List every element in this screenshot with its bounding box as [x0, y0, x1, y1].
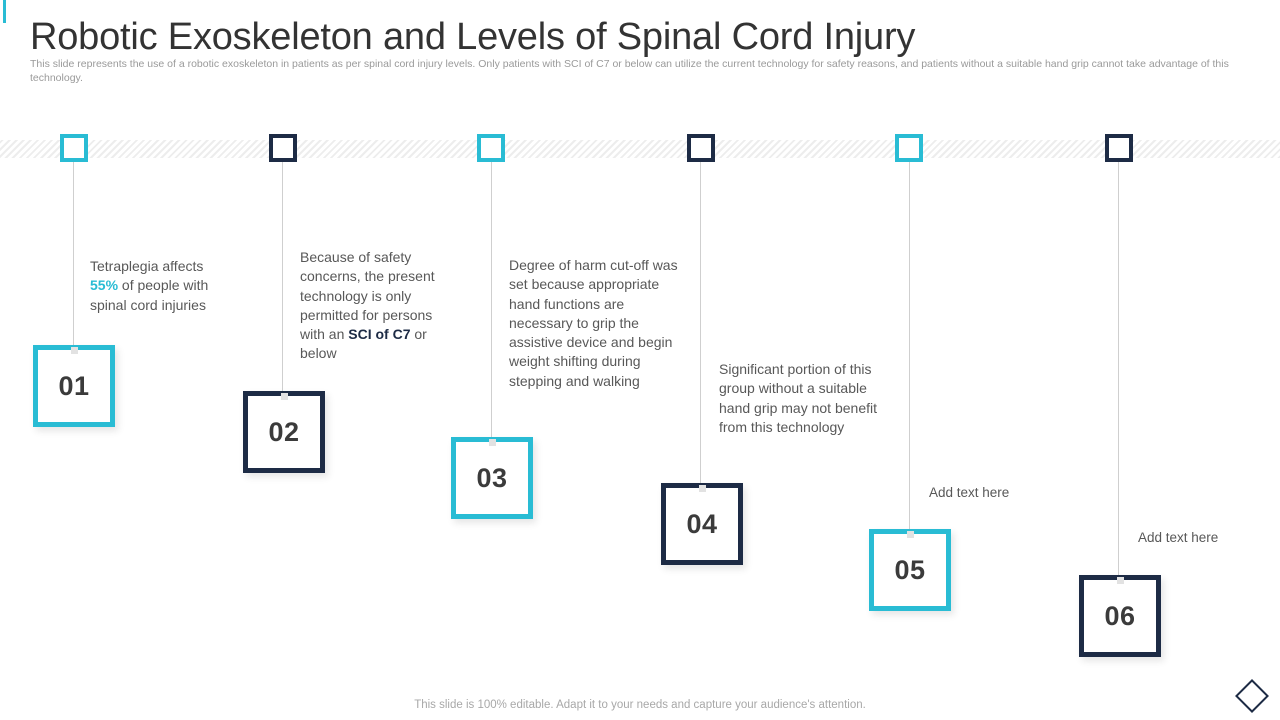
step-text-suffix-1: of people with spinal cord injuries [90, 277, 209, 313]
step-number-box-2[interactable]: 02 [243, 391, 325, 473]
marker-icon-4[interactable] [687, 134, 715, 162]
step-column-1: Tetraplegia affects 55% of people with s… [0, 0, 230, 720]
step-column-3: Degree of harm cut-off was set because a… [0, 0, 678, 720]
connector-line-6 [1118, 162, 1119, 575]
step-body-text-2: Because of safety concerns, the present … [300, 248, 448, 364]
connector-line-4 [700, 162, 701, 483]
connector-nub-5 [906, 531, 914, 538]
step-highlight-2: SCI of C7 [348, 326, 411, 343]
marker-icon-3[interactable] [477, 134, 505, 162]
marker-icon-2[interactable] [269, 134, 297, 162]
step-highlight-1: 55% [90, 277, 119, 294]
step-number-box-4[interactable]: 04 [661, 483, 743, 565]
step-column-4: Significant portion of this group withou… [0, 0, 877, 720]
step-body-text-4: Significant portion of this group withou… [719, 360, 879, 437]
connector-nub-4 [698, 485, 706, 492]
title-accent-bar [3, 0, 6, 23]
step-column-2: Because of safety concerns, the present … [0, 0, 435, 720]
connector-line-3 [491, 162, 492, 437]
step-number-label-4: 04 [686, 508, 718, 539]
step-number-box-6[interactable]: 06 [1079, 575, 1161, 657]
connector-nub-2 [280, 393, 288, 400]
connector-nub-1 [70, 347, 78, 354]
step-body-text-1: Tetraplegia affects 55% of people with s… [90, 257, 235, 315]
connector-line-1 [73, 162, 74, 345]
hatched-timeline-band [0, 140, 1280, 158]
step-body-text-6[interactable]: Add text here [1138, 530, 1219, 545]
connector-line-5 [909, 162, 910, 529]
step-body-text-3: Degree of harm cut-off was set because a… [509, 256, 684, 391]
connector-line-2 [282, 162, 283, 391]
step-column-6: Add text here 06 [0, 0, 1218, 720]
connector-nub-3 [488, 439, 496, 446]
step-column-5: Add text here 05 [0, 0, 1009, 720]
marker-icon-6[interactable] [1105, 134, 1133, 162]
step-number-label-1: 01 [58, 370, 90, 401]
step-text-prefix-2: Because of safety concerns, the present … [300, 249, 435, 343]
step-number-label-3: 03 [476, 462, 508, 493]
marker-icon-1[interactable] [60, 134, 88, 162]
step-text-prefix-1: Tetraplegia affects [90, 258, 204, 274]
step-number-box-1[interactable]: 01 [33, 345, 115, 427]
footer-note: This slide is 100% editable. Adapt it to… [414, 699, 866, 711]
page-title: Robotic Exoskeleton and Levels of Spinal… [30, 16, 916, 58]
step-text-suffix-2: or below [300, 326, 427, 362]
step-number-label-2: 02 [268, 416, 300, 447]
step-number-label-6: 06 [1104, 600, 1136, 631]
step-number-label-5: 05 [894, 554, 926, 585]
step-body-text-5[interactable]: Add text here [929, 485, 1010, 500]
step-text-prefix-3: Degree of harm cut-off was set because a… [509, 257, 678, 389]
connector-nub-6 [1116, 577, 1124, 584]
step-number-box-3[interactable]: 03 [451, 437, 533, 519]
page-subtitle: This slide represents the use of a robot… [30, 58, 1229, 84]
marker-icon-5[interactable] [895, 134, 923, 162]
step-number-box-5[interactable]: 05 [869, 529, 951, 611]
step-text-prefix-4: Significant portion of this group withou… [719, 361, 877, 435]
